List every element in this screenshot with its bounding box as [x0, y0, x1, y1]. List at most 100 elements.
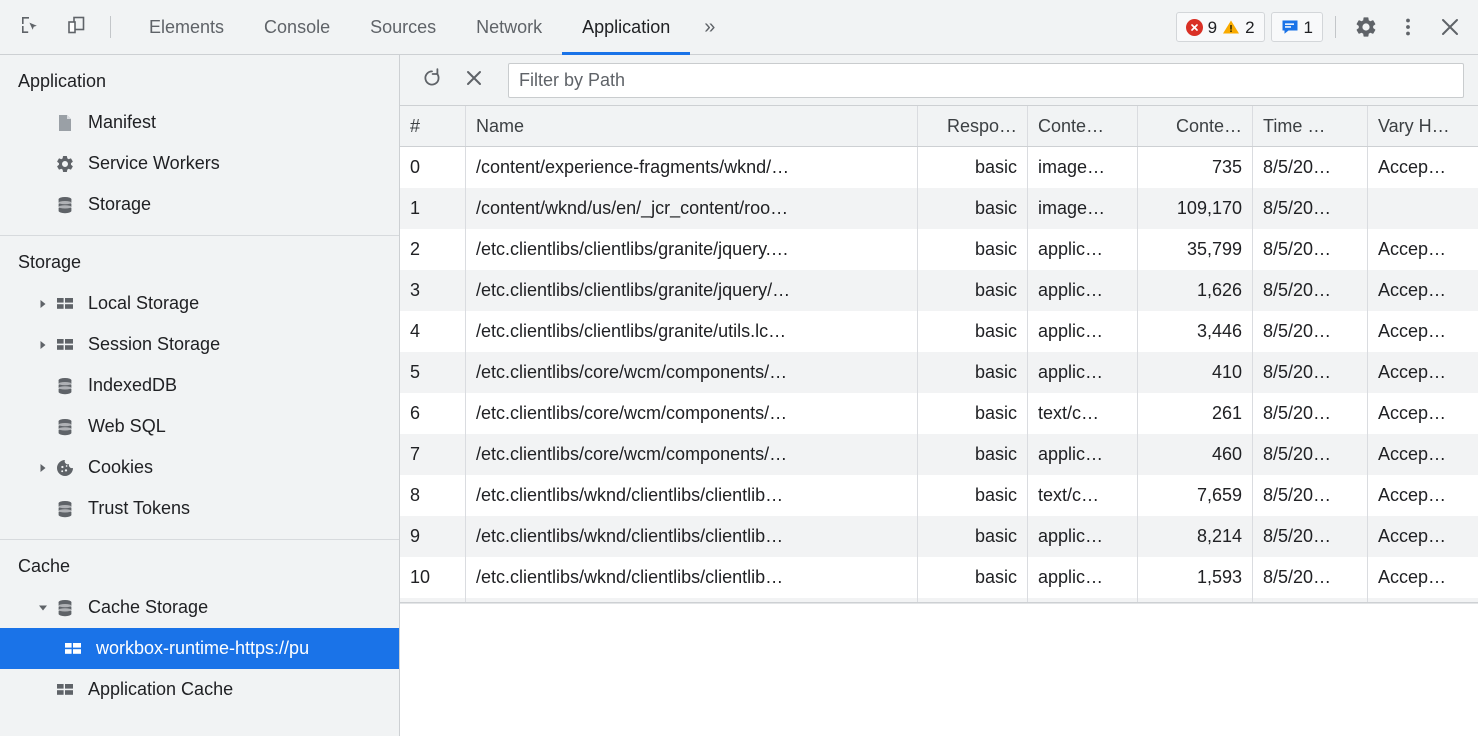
table-row[interactable]: 8 /etc.clientlibs/wknd/clientlibs/client… [400, 475, 1478, 516]
sidebar-item-application-cache[interactable]: Application Cache [0, 669, 399, 710]
cell-response-type: basic [918, 516, 1028, 557]
sidebar-section-title-storage: Storage [18, 252, 82, 272]
table-grid-icon [62, 638, 84, 660]
refresh-cache-button[interactable] [414, 63, 450, 97]
sidebar-item-indexeddb[interactable]: IndexedDB [0, 365, 399, 406]
tab-elements[interactable]: Elements [129, 0, 244, 54]
cell-content-type: image… [1028, 188, 1138, 229]
cell-vary-header: Ac… [1368, 598, 1478, 602]
column-header-name[interactable]: Name [466, 106, 918, 146]
messages-counter[interactable]: 1 [1270, 12, 1323, 42]
database-icon [54, 375, 76, 397]
cell-vary-header: Accep… [1378, 403, 1447, 423]
sidebar-item-web-sql[interactable]: Web SQL [0, 406, 399, 447]
close-icon [1439, 16, 1461, 38]
cell-content-length: 35,799 [1138, 229, 1253, 270]
cell-vary-header [1368, 188, 1478, 229]
sidebar-item-storage[interactable]: Storage [0, 184, 399, 225]
table-row[interactable]: 10 /etc.clientlibs/wknd/clientlibs/clien… [400, 557, 1478, 598]
cell-index: 5 [400, 352, 466, 393]
table-row[interactable]: 7 /etc.clientlibs/core/wcm/components/… … [400, 434, 1478, 475]
table-row[interactable]: 9 /etc.clientlibs/wknd/clientlibs/client… [400, 516, 1478, 557]
sidebar-item-label: Trust Tokens [88, 498, 191, 518]
cache-preview-panel [400, 603, 1478, 736]
cell-content-length: 410 [1138, 352, 1253, 393]
column-header-content-length[interactable]: Conte… [1138, 106, 1253, 146]
cache-entries-table: # Name Respo… Conte… Conte… Time … Vary … [400, 106, 1478, 603]
sidebar-section-title-cache: Cache [18, 556, 71, 576]
cell-index: 0 [400, 147, 466, 188]
warning-count: 2 [1245, 17, 1255, 37]
column-header-index[interactable]: # [400, 106, 466, 146]
chevron-right-icon[interactable] [34, 299, 52, 309]
table-grid-icon [54, 293, 76, 315]
sidebar-item-service-workers[interactable]: Service Workers [0, 143, 399, 184]
more-tabs-label: » [704, 15, 716, 38]
cell-content-type: text/c… [1028, 475, 1138, 516]
cell-content-type: applic… [1028, 229, 1138, 270]
table-row[interactable]: 11 /etc.clientlibs/wknd/clientlibs/clien… [400, 598, 1478, 602]
sidebar-item-cache-storage[interactable]: Cache Storage [0, 587, 399, 628]
cell-content-type: text/c… [1028, 598, 1138, 602]
chevron-right-icon[interactable] [34, 463, 52, 473]
sidebar-item-local-storage[interactable]: Local Storage [0, 283, 399, 324]
cell-index: 2 [400, 229, 466, 270]
column-header-vary-header[interactable]: Vary H… [1378, 115, 1450, 136]
tabbar-right-controls: 9 2 1 [1175, 0, 1478, 54]
cell-time-cached: 8/5/20… [1253, 393, 1368, 434]
table-row[interactable]: 3 /etc.clientlibs/clientlibs/granite/jqu… [400, 270, 1478, 311]
filter-by-path-input[interactable] [508, 62, 1464, 98]
settings-button[interactable] [1348, 9, 1384, 45]
tab-network[interactable]: Network [456, 0, 562, 54]
table-row[interactable]: 1 /content/wknd/us/en/_jcr_content/roo… … [400, 188, 1478, 229]
sidebar-item-session-storage[interactable]: Session Storage [0, 324, 399, 365]
cell-name: /etc.clientlibs/clientlibs/granite/jquer… [466, 270, 918, 311]
sidebar-item-manifest[interactable]: Manifest [0, 102, 399, 143]
sidebar-item-cookies[interactable]: Cookies [0, 447, 399, 488]
tab-sources[interactable]: Sources [350, 0, 456, 54]
database-icon [54, 498, 76, 520]
more-tabs-chevron-icon[interactable]: » [690, 0, 729, 54]
sidebar-item-workbox-runtime-cache[interactable]: workbox-runtime-https://pu [0, 628, 399, 669]
cell-index: 4 [400, 311, 466, 352]
table-grid-icon [54, 334, 76, 356]
table-row[interactable]: 2 /etc.clientlibs/clientlibs/granite/jqu… [400, 229, 1478, 270]
cell-index: 7 [400, 434, 466, 475]
issues-counter[interactable]: 9 2 [1175, 12, 1265, 42]
refresh-icon [421, 67, 443, 94]
three-dots-vertical-icon [1397, 16, 1419, 38]
chevron-down-icon[interactable] [34, 603, 52, 613]
tab-console[interactable]: Console [244, 0, 350, 54]
column-header-response-type[interactable]: Respo… [918, 106, 1028, 146]
chevron-right-icon[interactable] [34, 340, 52, 350]
delete-cache-button[interactable] [456, 63, 492, 97]
message-count: 1 [1303, 17, 1313, 37]
table-row[interactable]: 5 /etc.clientlibs/core/wcm/components/… … [400, 352, 1478, 393]
device-toolbar-button[interactable] [58, 9, 94, 45]
tab-application[interactable]: Application [562, 0, 691, 55]
column-header-content-type[interactable]: Conte… [1028, 106, 1138, 146]
cell-content-type: image… [1028, 147, 1138, 188]
table-row[interactable]: 0 /content/experience-fragments/wknd/… b… [400, 147, 1478, 188]
toolbar-divider-right [1335, 16, 1336, 38]
cell-content-length: 3,446 [1138, 311, 1253, 352]
column-header-time-cached[interactable]: Time … [1253, 106, 1368, 146]
cell-name: /content/experience-fragments/wknd/… [466, 147, 918, 188]
cell-response-type: basic [918, 270, 1028, 311]
table-grid-icon [54, 679, 76, 701]
inspect-element-button[interactable] [12, 9, 48, 45]
cell-time-cached: 8/5/20… [1253, 434, 1368, 475]
cell-content-length: 0 [1138, 598, 1253, 602]
cell-time-cached: 8/5/20… [1253, 598, 1368, 602]
cache-table-wrapper: # Name Respo… Conte… Conte… Time … Vary … [400, 106, 1478, 736]
more-options-button[interactable] [1390, 9, 1426, 45]
table-row[interactable]: 4 /etc.clientlibs/clientlibs/granite/uti… [400, 311, 1478, 352]
cell-content-length: 1,593 [1138, 557, 1253, 598]
close-devtools-button[interactable] [1432, 9, 1468, 45]
cell-time-cached: 8/5/20… [1253, 188, 1368, 229]
sidebar-item-trust-tokens[interactable]: Trust Tokens [0, 488, 399, 529]
sidebar-item-label: Application Cache [88, 679, 234, 699]
gear-icon [1354, 15, 1378, 39]
table-row[interactable]: 6 /etc.clientlibs/core/wcm/components/… … [400, 393, 1478, 434]
